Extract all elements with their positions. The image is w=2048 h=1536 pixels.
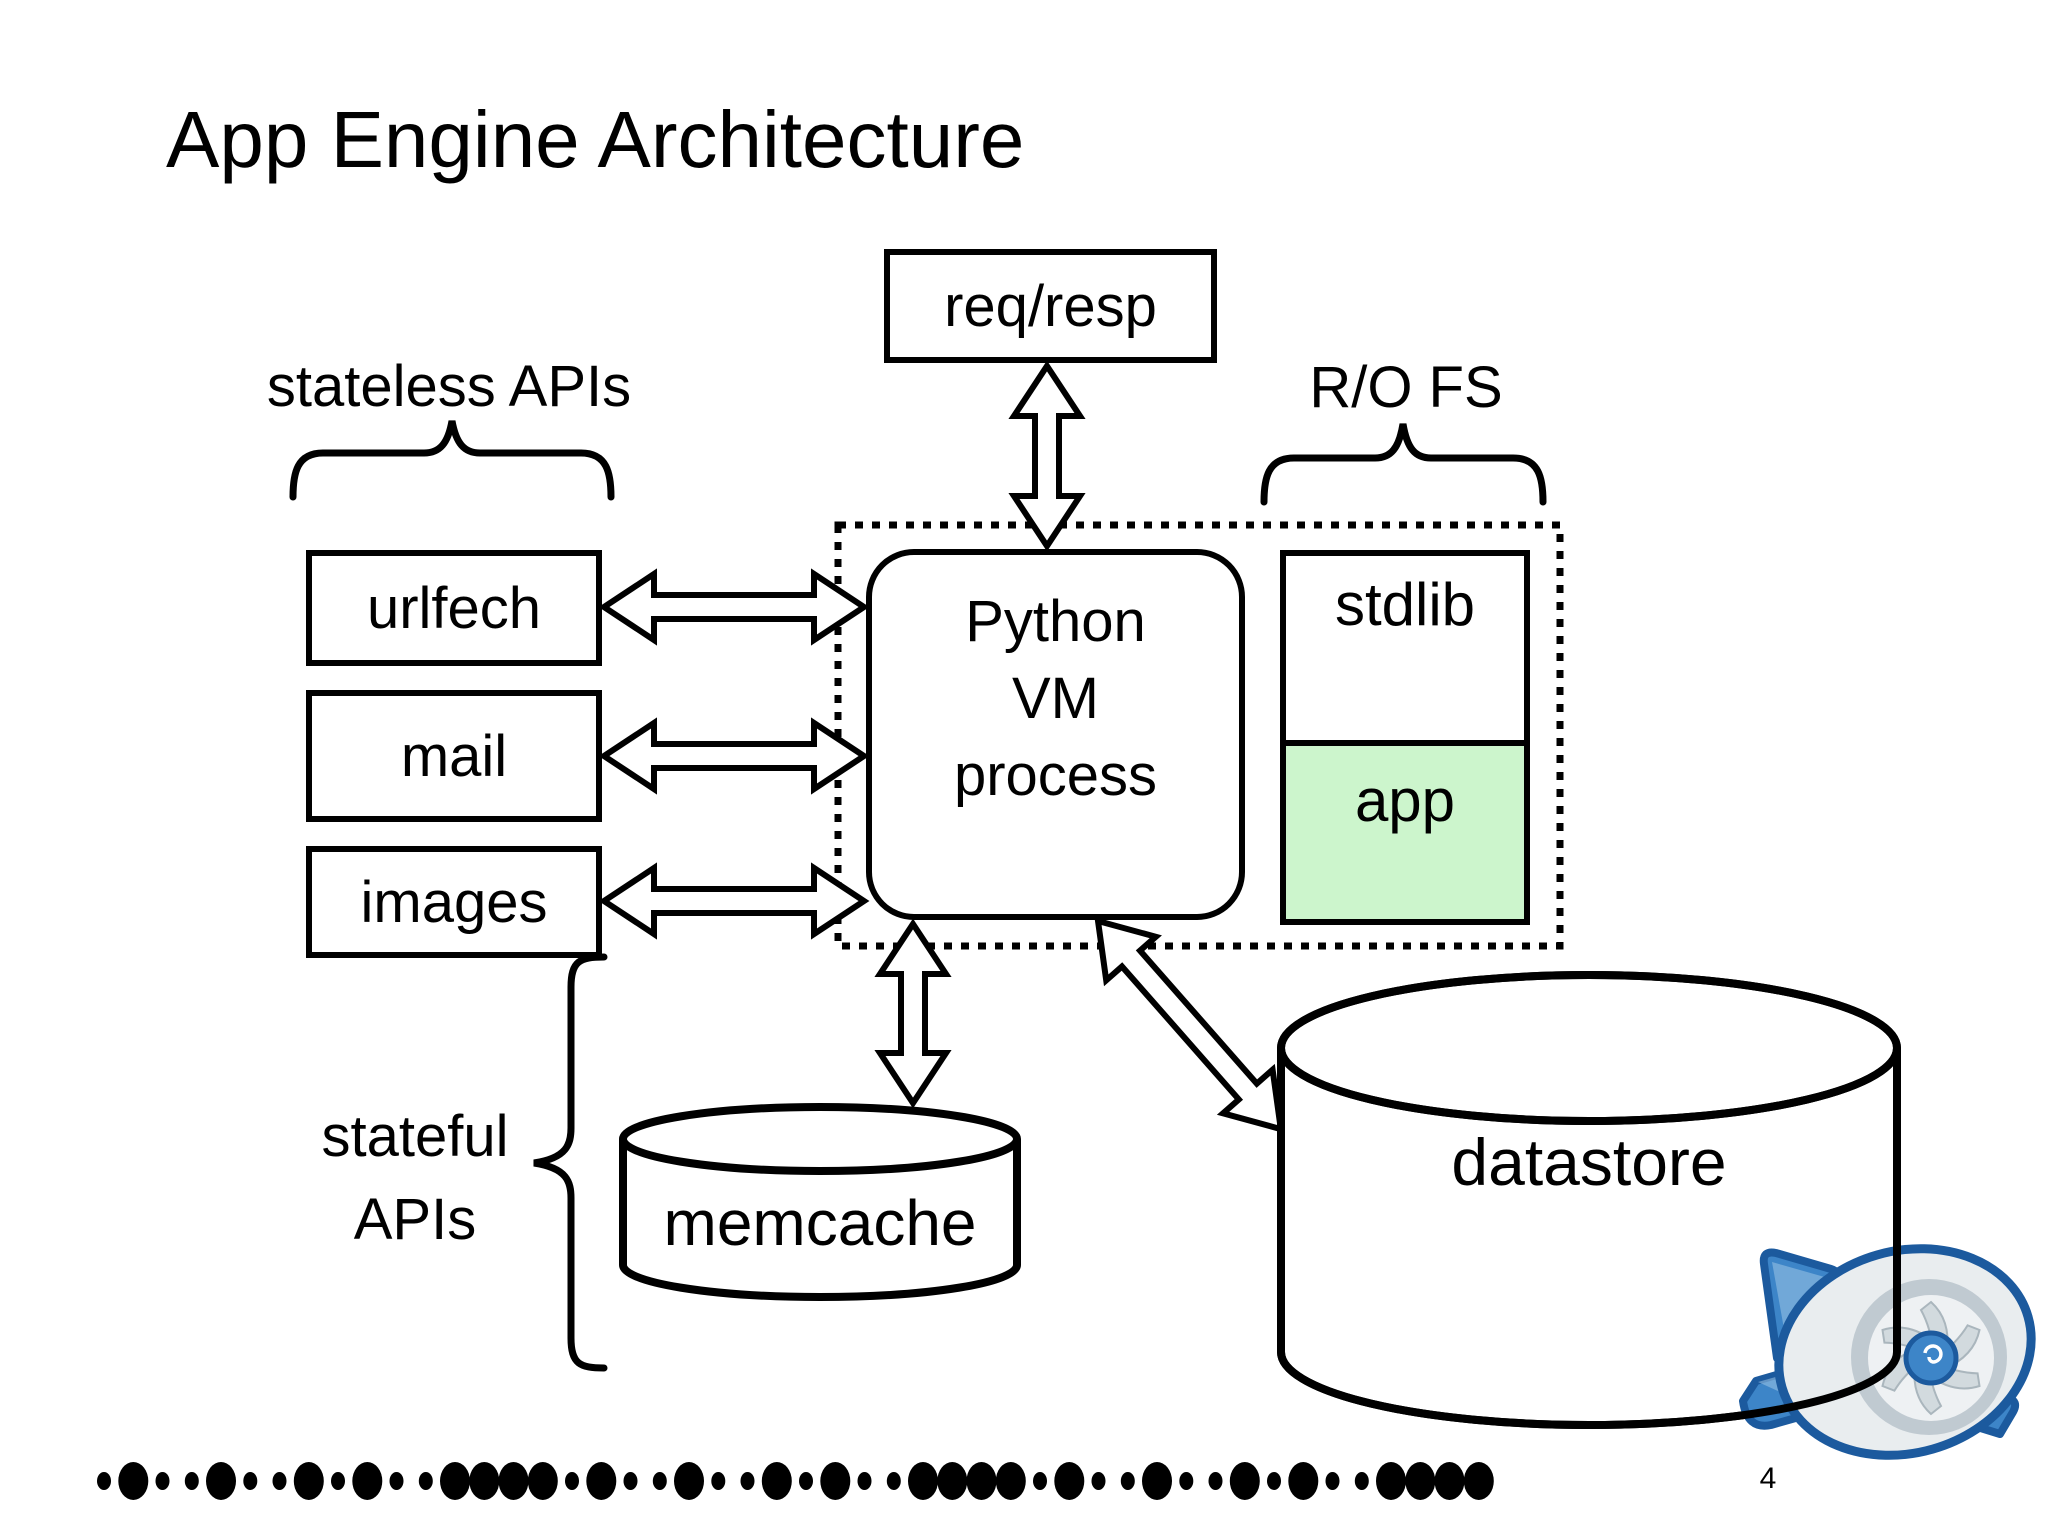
arrow-urlfetch-pythonvm	[598, 568, 870, 646]
page-number: 4	[1759, 1462, 1777, 1495]
arrow-reqresp-pythonvm	[1008, 360, 1086, 552]
slide-title: App Engine Architecture	[166, 95, 1025, 184]
footer-dot-large	[352, 1462, 383, 1500]
python-vm-line3: process	[953, 743, 1158, 808]
footer-dot-small	[1325, 1472, 1340, 1490]
app-label: app	[1354, 767, 1456, 834]
arrow-pythonvm-datastore	[1094, 916, 1285, 1134]
footer-dot-large	[1288, 1462, 1319, 1500]
app-engine-logo-icon	[1739, 1244, 2036, 1460]
memcache-label: memcache	[663, 1187, 977, 1259]
stateful-apis-line2: APIs	[353, 1187, 477, 1252]
footer-dot-small	[1208, 1472, 1223, 1490]
footer-dot-small	[1354, 1472, 1369, 1490]
arrow-mail-pythonvm	[598, 717, 870, 795]
mail-box: mail	[306, 690, 602, 822]
footer-dot-small	[272, 1472, 287, 1490]
footer-dot-large	[995, 1462, 1026, 1500]
footer-dot-large	[293, 1462, 324, 1500]
footer-dot-small	[1120, 1472, 1135, 1490]
app-section: app	[1286, 746, 1524, 919]
footer-dot-large	[469, 1462, 500, 1500]
datastore-cylinder	[1277, 971, 1901, 1429]
footer-dot-small	[97, 1472, 111, 1490]
footer-dot-small	[886, 1472, 901, 1490]
python-vm-line2: VM	[1012, 666, 1099, 731]
ro-fs-brace	[1260, 423, 1547, 506]
footer-dot-large	[966, 1462, 997, 1500]
urlfetch-box: urlfech	[306, 550, 602, 666]
datastore-outline-overlay	[1277, 971, 1901, 1429]
footer-dot-small	[799, 1472, 813, 1490]
footer-dot-small	[155, 1472, 170, 1490]
footer-dot-large	[937, 1462, 968, 1500]
footer-dot-small	[331, 1472, 345, 1490]
memcache-cylinder	[619, 1103, 1021, 1301]
footer-dot-large	[908, 1462, 938, 1500]
stdlib-section: stdlib	[1286, 556, 1524, 740]
arrow-pythonvm-memcache	[874, 918, 952, 1109]
stateful-apis-brace	[533, 953, 608, 1372]
req-resp-box: req/resp	[884, 249, 1217, 363]
stateless-apis-brace	[289, 420, 615, 501]
footer-dot-large	[1376, 1462, 1406, 1500]
footer-dot-large	[527, 1462, 558, 1500]
footer-dot-small	[1033, 1472, 1047, 1490]
footer-dot-small	[1267, 1472, 1281, 1490]
footer-dot-small	[184, 1472, 199, 1490]
footer-dot-large	[761, 1462, 792, 1500]
python-vm-line1: Python	[965, 589, 1146, 654]
footer-dot-large	[498, 1462, 529, 1500]
footer-dot-large	[1463, 1462, 1494, 1500]
footer-dot-large	[440, 1462, 470, 1500]
images-box: images	[306, 846, 602, 958]
footer-dot-large	[1405, 1462, 1436, 1500]
images-label: images	[360, 869, 548, 935]
footer-dot-small	[418, 1472, 433, 1490]
footer-dot-small	[740, 1472, 755, 1490]
python-vm-box: Python VM process	[866, 549, 1245, 920]
footer-dot-large	[1054, 1462, 1085, 1500]
footer-dot-large	[1434, 1462, 1465, 1500]
footer-dot-small	[389, 1472, 404, 1490]
footer-dot-small	[565, 1472, 579, 1490]
footer-dot-large	[206, 1462, 236, 1500]
footer-dot-large	[674, 1462, 704, 1500]
stateless-apis-label: stateless APIs	[266, 354, 632, 419]
footer-dot-row	[97, 1462, 1494, 1500]
footer-dot-small	[623, 1472, 638, 1490]
footer-dot-small	[1179, 1472, 1194, 1490]
footer-dot-small	[652, 1472, 667, 1490]
stdlib-label: stdlib	[1334, 571, 1476, 638]
ro-fs-label: R/O FS	[1309, 355, 1503, 420]
urlfetch-label: urlfech	[366, 575, 542, 641]
footer-dot-small	[1091, 1472, 1106, 1490]
stdlib-app-divider	[1286, 740, 1524, 746]
footer-dot-small	[243, 1472, 258, 1490]
stdlib-app-box: stdlib app	[1280, 550, 1530, 925]
mail-label: mail	[400, 723, 508, 789]
footer-dot-large	[118, 1462, 149, 1500]
stateful-apis-label: stateful APIs	[280, 1095, 550, 1261]
footer-dot-large	[586, 1462, 617, 1500]
footer-dot-large	[820, 1462, 851, 1500]
stateful-apis-line1: stateful	[321, 1104, 509, 1169]
footer-dot-small	[711, 1472, 726, 1490]
arrow-images-pythonvm	[598, 862, 870, 940]
req-resp-label: req/resp	[944, 273, 1157, 339]
datastore-label: datastore	[1451, 1125, 1727, 1199]
footer-dot-large	[1142, 1462, 1172, 1500]
footer-dot-small	[857, 1472, 872, 1490]
footer-dot-large	[1229, 1462, 1260, 1500]
